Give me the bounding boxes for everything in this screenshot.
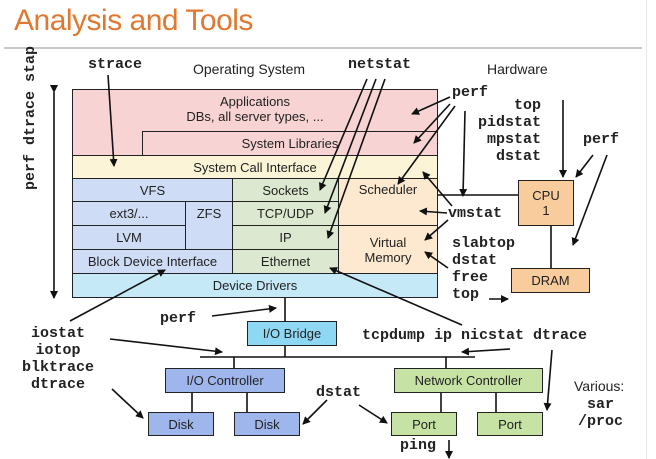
tool-netstat: netstat — [348, 56, 412, 73]
nicstat-bus-arrow — [461, 347, 511, 356]
ext3-layer: ext3/... — [72, 201, 186, 226]
tool-io-list: iostat iotop blktrace dtrace — [22, 325, 95, 393]
tool-vertical-perf-dtrace-stap: perf dtrace stap — [22, 46, 39, 190]
network-controller-box: Network Controller — [394, 368, 543, 393]
tool-strace: strace — [88, 56, 143, 73]
hardware-section-label: Hardware — [487, 61, 548, 77]
io-disk-arrow — [111, 388, 144, 419]
tool-perf-bus: perf — [160, 310, 197, 327]
tool-dstat: dstat — [316, 384, 362, 401]
vertical-tools-text: perf dtrace stap — [22, 45, 39, 190]
device-drivers-layer: Device Drivers — [72, 273, 438, 298]
tcp-udp-layer: TCP/UDP — [232, 201, 339, 226]
perf-bus-arrow — [211, 304, 277, 317]
port-box-2: Port — [477, 412, 543, 436]
perf-dram-arrow — [571, 154, 608, 246]
tool-vmstat: vmstat — [448, 205, 503, 222]
virtual-memory-layer: Virtual Memory — [338, 225, 438, 274]
page-title: Analysis and Tools — [14, 4, 253, 37]
cpu-box: CPU 1 — [518, 180, 574, 226]
perf-cpu-arrow — [575, 154, 594, 178]
scheduler-layer: Scheduler — [338, 178, 438, 226]
dstat-port-arrow — [358, 404, 388, 424]
syscall-interface-layer: System Call Interface — [72, 155, 438, 179]
applications-label: Applications — [219, 94, 291, 109]
sockets-layer: Sockets — [232, 178, 339, 202]
perf-hw-down-arrow — [459, 110, 468, 197]
tool-ping: ping — [400, 437, 437, 454]
zfs-layer: ZFS — [185, 201, 233, 250]
ip-layer: IP — [232, 225, 339, 250]
applications-sublabel: DBs, all server types, ... — [186, 109, 324, 124]
tool-memory-list: slabtop dstat free top — [452, 235, 516, 303]
block-device-interface-layer: Block Device Interface — [72, 249, 233, 274]
cpu-count: 1 — [542, 203, 550, 218]
disk-box-1: Disk — [148, 412, 214, 436]
title-divider — [4, 47, 642, 49]
tool-perf-hw: perf — [583, 131, 620, 148]
lvm-layer: LVM — [72, 225, 186, 250]
port-box-1: Port — [391, 412, 457, 436]
tool-net-list: tcpdump ip nicstat dtrace — [362, 327, 588, 344]
system-libraries-layer: System Libraries — [142, 131, 438, 156]
io-bus-arrow — [109, 338, 223, 356]
tool-various-list: sar /proc — [578, 396, 624, 430]
cpu-label: CPU — [532, 188, 560, 203]
tool-perf-os: perf — [452, 84, 489, 101]
io-bridge-box: I/O Bridge — [247, 321, 337, 346]
disk-box-2: Disk — [234, 412, 300, 436]
various-label: Various: — [574, 378, 625, 394]
vfs-layer: VFS — [72, 178, 233, 202]
io-controller-box: I/O Controller — [165, 368, 285, 393]
tool-cpu-list: top pidstat mpstat dstat — [478, 97, 542, 165]
slide-edge — [646, 0, 647, 459]
dstat-disk-arrow — [302, 399, 328, 425]
dtrace-port-arrow — [543, 349, 553, 411]
ethernet-layer: Ethernet — [232, 249, 339, 274]
os-section-label: Operating System — [193, 61, 306, 77]
dram-box: DRAM — [511, 268, 590, 293]
